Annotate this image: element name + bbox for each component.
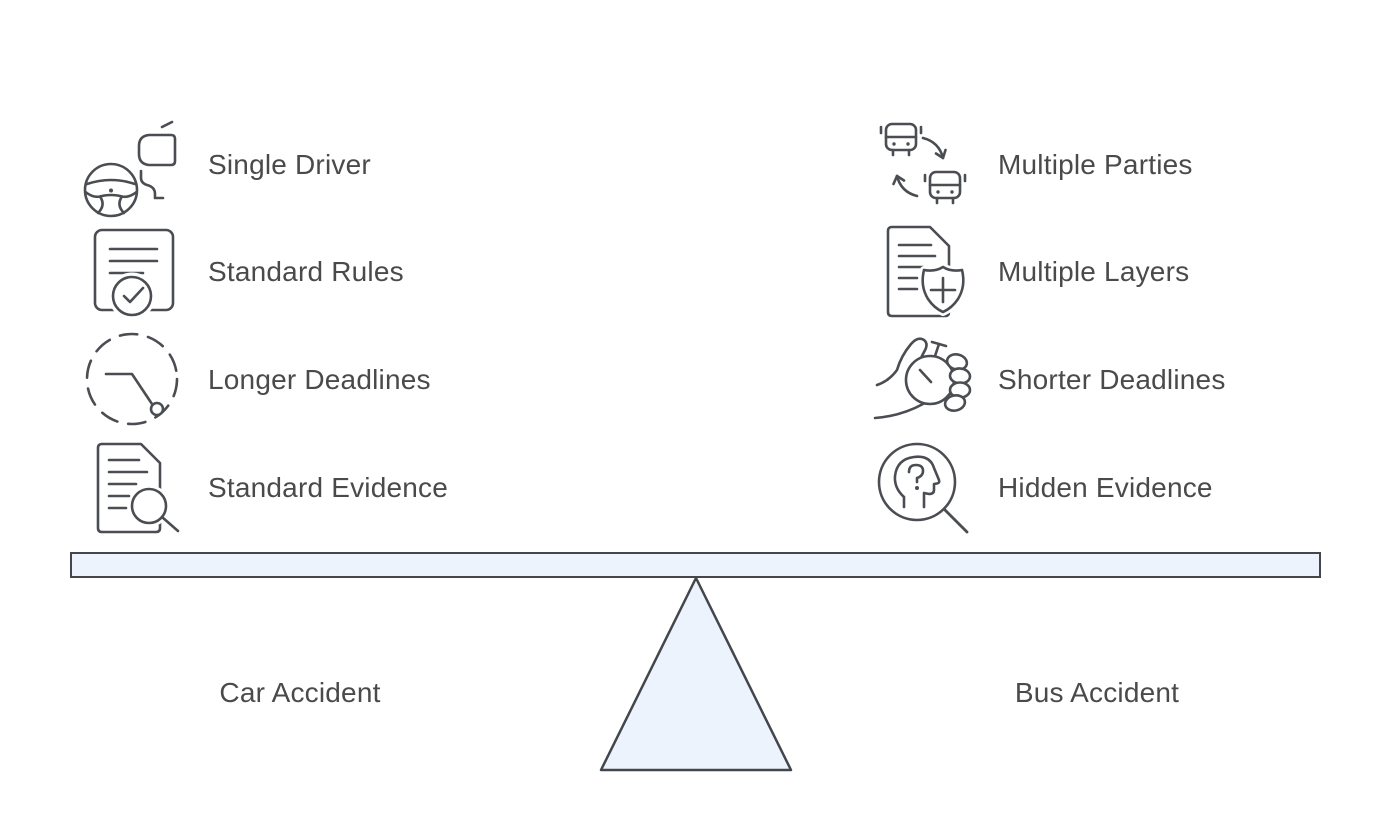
left-side-label: Car Accident [219, 677, 381, 708]
list-item: Standard Rules [83, 217, 404, 327]
item-label: Longer Deadlines [208, 364, 431, 395]
list-item: Hidden Evidence [873, 433, 1213, 543]
list-item: Longer Deadlines [83, 325, 431, 435]
buses-swap-icon [873, 110, 973, 220]
list-item: Multiple Parties [873, 110, 1193, 220]
item-label: Standard Evidence [208, 472, 449, 503]
item-label: Multiple Layers [998, 256, 1190, 287]
document-checkmark-icon [83, 217, 183, 327]
document-shield-plus-icon [873, 217, 973, 327]
list-item: Multiple Layers [873, 217, 1189, 327]
fulcrum-triangle [599, 576, 793, 772]
item-label: Hidden Evidence [998, 472, 1213, 503]
list-item: Standard Evidence [83, 433, 448, 543]
right-side-label: Bus Accident [1014, 677, 1180, 708]
dashed-clock-icon [83, 325, 183, 435]
head-magnifier-icon [873, 433, 973, 543]
item-label: Multiple Parties [998, 149, 1193, 180]
list-item: Single Driver [83, 110, 371, 220]
item-label: Shorter Deadlines [998, 364, 1226, 395]
list-item: Shorter Deadlines [873, 325, 1226, 435]
document-magnifier-icon [83, 433, 183, 543]
item-label: Standard Rules [208, 256, 404, 287]
hand-stopwatch-icon [873, 325, 973, 435]
steering-wheel-icon [83, 110, 183, 220]
item-label: Single Driver [208, 149, 371, 180]
